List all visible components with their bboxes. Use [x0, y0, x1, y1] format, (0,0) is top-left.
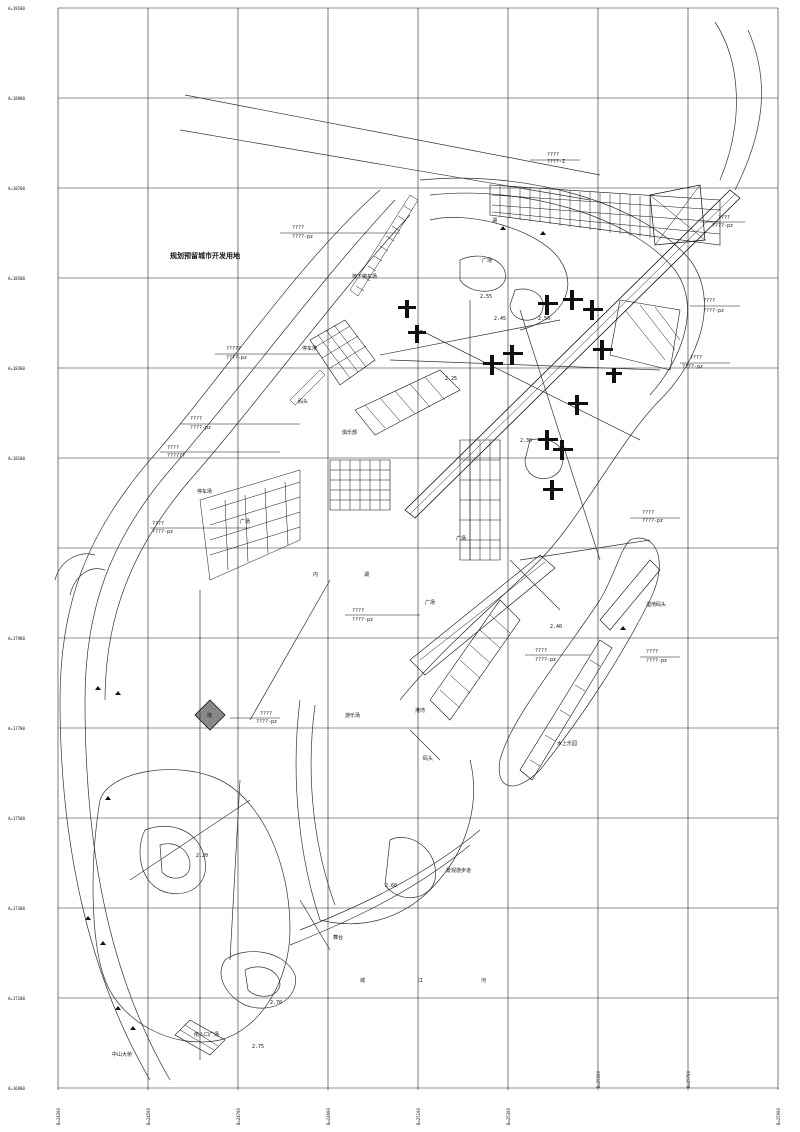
code-tag: ????-pz [535, 657, 556, 663]
area-label: 广场 [425, 599, 435, 606]
axis-label-bottom: B=25700 [686, 1071, 691, 1088]
area-label: 江 [418, 977, 423, 984]
markers [85, 226, 626, 1030]
axis-label-bottom: B=25500 [596, 1071, 601, 1088]
axis-label-left: A=18500 [8, 276, 25, 281]
area-label: 塔 [207, 712, 212, 719]
code-tag: ????-pz [292, 234, 313, 240]
elevation: 2.30 [520, 438, 532, 444]
area-label: 内 [313, 571, 318, 578]
code-tag: ???? [190, 416, 202, 422]
area-label: 湖 [492, 217, 497, 224]
axis-label-left: A=18100 [8, 456, 25, 461]
area-label: 停车场 [197, 488, 212, 495]
code-tag: ????-pz [152, 529, 173, 535]
code-tag: ????-pz [190, 425, 211, 431]
elevation: 2.45 [494, 316, 506, 322]
area-label: 城 [360, 977, 365, 984]
area-label: 地下停车场 [352, 273, 377, 280]
axis-label-left: A=17300 [8, 906, 25, 911]
code-tags: ???? ????-Z ???? ????-pz ???? ????-pz ??… [150, 152, 745, 725]
elevation: 2.40 [550, 624, 562, 630]
axis-label-left: A=18900 [8, 96, 25, 101]
code-tag: ?????? [167, 453, 185, 459]
parking-stripes [289, 194, 419, 406]
axis-label-bottom: B=25100 [416, 1108, 421, 1125]
axis-label-left: A=17500 [8, 816, 25, 821]
bottom-axis: B=24300 B=24500 B=24700 B=24900 B=25100 … [56, 1071, 781, 1125]
code-tag: ????-pz [703, 308, 724, 314]
code-tag: ????-pz [712, 223, 733, 229]
area-label: 舞台 [333, 934, 343, 941]
code-tag: ???? [352, 608, 364, 614]
area-label: 游乐场 [345, 712, 360, 719]
code-tag: ????-Z [547, 159, 565, 165]
code-tag: ???? [535, 648, 547, 654]
axis-label-bottom: B=24700 [236, 1108, 241, 1125]
area-label: 俱乐部 [342, 429, 357, 436]
axis-label-bottom: B=25900 [776, 1108, 781, 1125]
elevation: 2.70 [270, 1000, 282, 1006]
coordinate-grid [57, 7, 779, 1090]
code-tag: ????? [226, 346, 241, 352]
axis-label-left: A=19100 [8, 6, 25, 11]
axis-label-bottom: B=24900 [326, 1108, 331, 1125]
area-label: 中山大桥 [112, 1051, 132, 1058]
code-tag: ???? [718, 215, 730, 221]
axis-label-left: A=17900 [8, 636, 25, 641]
elevation: 2.55 [480, 294, 492, 300]
code-tag: ????-pz [352, 617, 373, 623]
code-tag: ???? [642, 510, 654, 516]
elevation: 2.50 [538, 316, 550, 322]
plaza-hatching [174, 184, 741, 1056]
elevation: 2.75 [252, 1044, 264, 1050]
axis-label-left: A=17700 [8, 726, 25, 731]
area-label: 广场 [456, 535, 466, 542]
area-labels: 规划预留城市开发用地 地下停车场 停车场 码头 湖 广场 停车场 广场 内 湖 … [112, 217, 666, 1058]
code-tag: ???? [547, 152, 559, 158]
elevation: 2.25 [445, 376, 457, 382]
area-label: 广场 [240, 518, 250, 525]
axis-label-left: A=17100 [8, 996, 25, 1001]
axis-label-bottom: B=25300 [506, 1108, 511, 1125]
area-label: 广场 [482, 257, 492, 264]
code-tag: ???? [260, 711, 272, 717]
area-label: 码头 [423, 755, 433, 762]
axis-label-left: A=16900 [8, 1086, 25, 1091]
area-label: 湿地码头 [646, 601, 666, 608]
axis-label-left: A=18300 [8, 366, 25, 371]
elevation: 2.20 [196, 853, 208, 859]
code-tag: ???? [167, 445, 179, 451]
code-tag: ???? [152, 521, 164, 527]
area-label: 港湾 [415, 707, 425, 714]
code-tag: ???? [292, 225, 304, 231]
area-label: 停车场 [302, 345, 317, 352]
area-label: 湖 [364, 571, 369, 578]
elevations: 2.55 2.50 2.30 2.25 2.20 2.70 2.60 2.40 … [196, 294, 562, 1050]
area-label: 水上乐园 [557, 740, 577, 747]
area-label: 南入口广场 [194, 1031, 219, 1038]
code-tag: ????-pz [226, 355, 247, 361]
interior-paths [129, 300, 661, 1060]
area-label: 码头 [298, 398, 308, 405]
area-label: 景观游步道 [446, 867, 471, 874]
code-tag: ????-pz [646, 658, 667, 664]
building-blocks [398, 290, 622, 500]
code-tag: ???? [690, 355, 702, 361]
axis-label-bottom: B=24300 [56, 1108, 61, 1125]
site-outlines [54, 21, 762, 1081]
code-tag: ????-pz [642, 518, 663, 524]
reserved-land-label: 规划预留城市开发用地 [170, 251, 240, 260]
code-tag: ????-pz [682, 364, 703, 370]
area-label: 河 [481, 977, 486, 984]
code-tag: ???? [646, 649, 658, 655]
elevation: 2.60 [385, 883, 397, 889]
code-tag: ???? [703, 298, 715, 304]
axis-label-bottom: B=24500 [146, 1108, 151, 1125]
code-tag: ????-pz [256, 719, 277, 725]
left-axis: A=19100 A=18900 A=18700 A=18500 A=18300 … [8, 6, 25, 1091]
axis-label-left: A=18700 [8, 186, 25, 191]
